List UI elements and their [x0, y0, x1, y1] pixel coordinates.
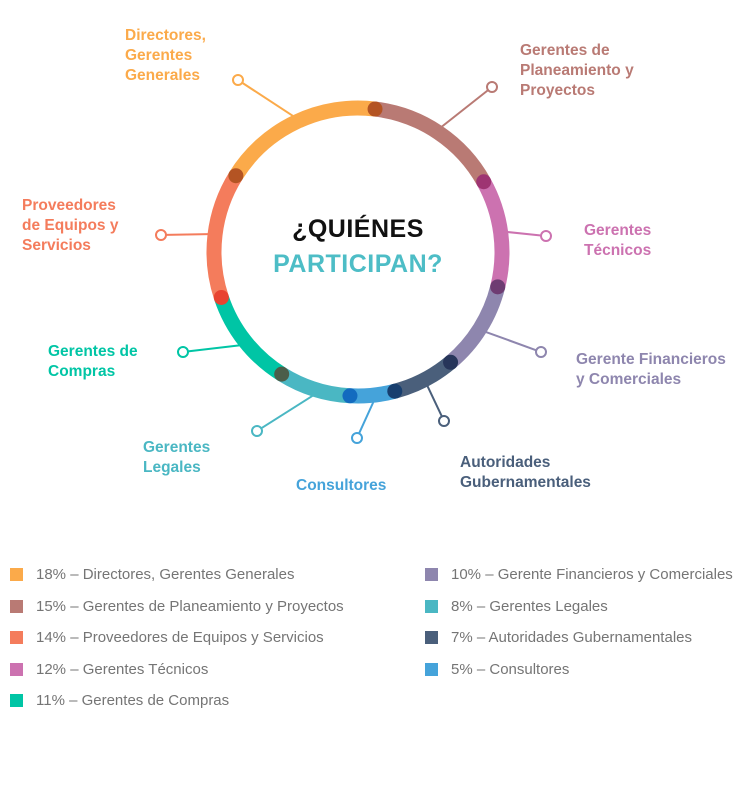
legend-label: 15% – Gerentes de Planeamiento y Proyect…: [36, 597, 344, 615]
leader-line: [358, 401, 375, 434]
donut-segment: [392, 356, 456, 399]
leader-line: [165, 233, 209, 236]
legend-swatch: [10, 599, 23, 613]
legend-item: 5% – Consultores: [425, 661, 569, 678]
legend-label: 14% – Proveedores de Equipos y Servicios: [36, 629, 324, 646]
leader-end-circle: [251, 425, 263, 437]
legend-swatch: [10, 568, 23, 581]
callout-label: Gerentes Técnicos: [584, 222, 652, 259]
legend-swatch: [425, 662, 438, 676]
legend-item: 14% – Proveedores de Equipos y Servicios: [10, 629, 324, 646]
leader-line: [241, 81, 294, 117]
legend-item: 7% – Autoridades Gubernamentales: [425, 629, 692, 646]
legend-swatch: [425, 568, 438, 581]
legend-item: 18% – Directores, Gerentes Generales: [10, 566, 294, 583]
donut-segment: [374, 101, 491, 186]
leader-end-circle: [177, 346, 189, 358]
leader-line: [441, 89, 489, 128]
segment-boundary-dot: [476, 174, 492, 190]
leader-end-circle: [486, 81, 498, 93]
donut-segment: [214, 294, 286, 381]
legend-label: 5% – Consultores: [451, 660, 570, 678]
donut-segment: [229, 100, 376, 180]
donut-segment: [445, 284, 505, 369]
leader-line: [260, 395, 313, 430]
legend-swatch: [10, 662, 23, 676]
callout-label: Gerentes Legales: [143, 439, 211, 476]
chart-title-line1: ¿QUIÉNES: [292, 215, 424, 243]
legend-label: 8% – Gerentes Legales: [451, 597, 608, 615]
callout-label: Autoridades Gubernamentales: [460, 454, 591, 491]
segment-boundary-dot: [367, 101, 383, 117]
donut-segment: [477, 178, 510, 289]
callout-label: Proveedores de Equipos y Servicios: [22, 197, 119, 254]
legend-item: 11% – Gerentes de Compras: [10, 692, 229, 709]
legend-swatch: [425, 631, 438, 644]
donut-segment: [277, 367, 351, 404]
leader-line: [426, 385, 443, 417]
legend-label: 12% – Gerentes Técnicos: [36, 660, 209, 678]
callout-label: Directores, Gerentes Generales: [125, 27, 206, 84]
segment-boundary-dot: [342, 388, 358, 404]
leader-line: [507, 231, 542, 237]
legend-label: 10% – Gerente Financieros y Comerciales: [451, 566, 733, 583]
segment-boundary-dot: [387, 383, 403, 399]
segment-boundary-dot: [490, 279, 506, 295]
leader-end-circle: [438, 415, 450, 427]
leader-line: [187, 344, 240, 353]
chart-title-line2: PARTICIPAN?: [273, 250, 443, 278]
legend-label: 7% – Autoridades Gubernamentales: [451, 629, 692, 646]
legend-label: 11% – Gerentes de Compras: [36, 692, 230, 709]
leader-end-circle: [535, 346, 547, 358]
legend-item: 12% – Gerentes Técnicos: [10, 661, 208, 678]
callout-label: Gerentes de Compras: [48, 343, 138, 380]
legend-swatch: [425, 599, 438, 613]
leader-end-circle: [540, 230, 552, 242]
legend-item: 8% – Gerentes Legales: [425, 598, 608, 615]
leader-end-circle: [351, 432, 363, 444]
legend-label: 18% – Directores, Gerentes Generales: [36, 566, 295, 583]
leader-end-circle: [232, 74, 244, 86]
segment-boundary-dot: [228, 168, 244, 184]
segment-boundary-dot: [443, 354, 459, 370]
leader-end-circle: [155, 229, 167, 241]
legend-swatch: [10, 631, 23, 644]
legend-item: 15% – Gerentes de Planeamiento y Proyect…: [10, 598, 344, 615]
segment-boundary-dot: [213, 289, 229, 305]
segment-boundary-dot: [274, 366, 290, 382]
leader-line: [485, 331, 537, 352]
donut-segment: [206, 171, 243, 300]
donut-chart: [155, 74, 552, 444]
legend-swatch: [10, 694, 23, 707]
callout-label: Gerente Financieros y Comerciales: [576, 351, 726, 388]
legend-item: 10% – Gerente Financieros y Comerciales: [425, 566, 733, 583]
callout-label: Gerentes de Planeamiento y Proyectos: [520, 42, 634, 99]
callout-label: Consultores: [296, 477, 387, 494]
